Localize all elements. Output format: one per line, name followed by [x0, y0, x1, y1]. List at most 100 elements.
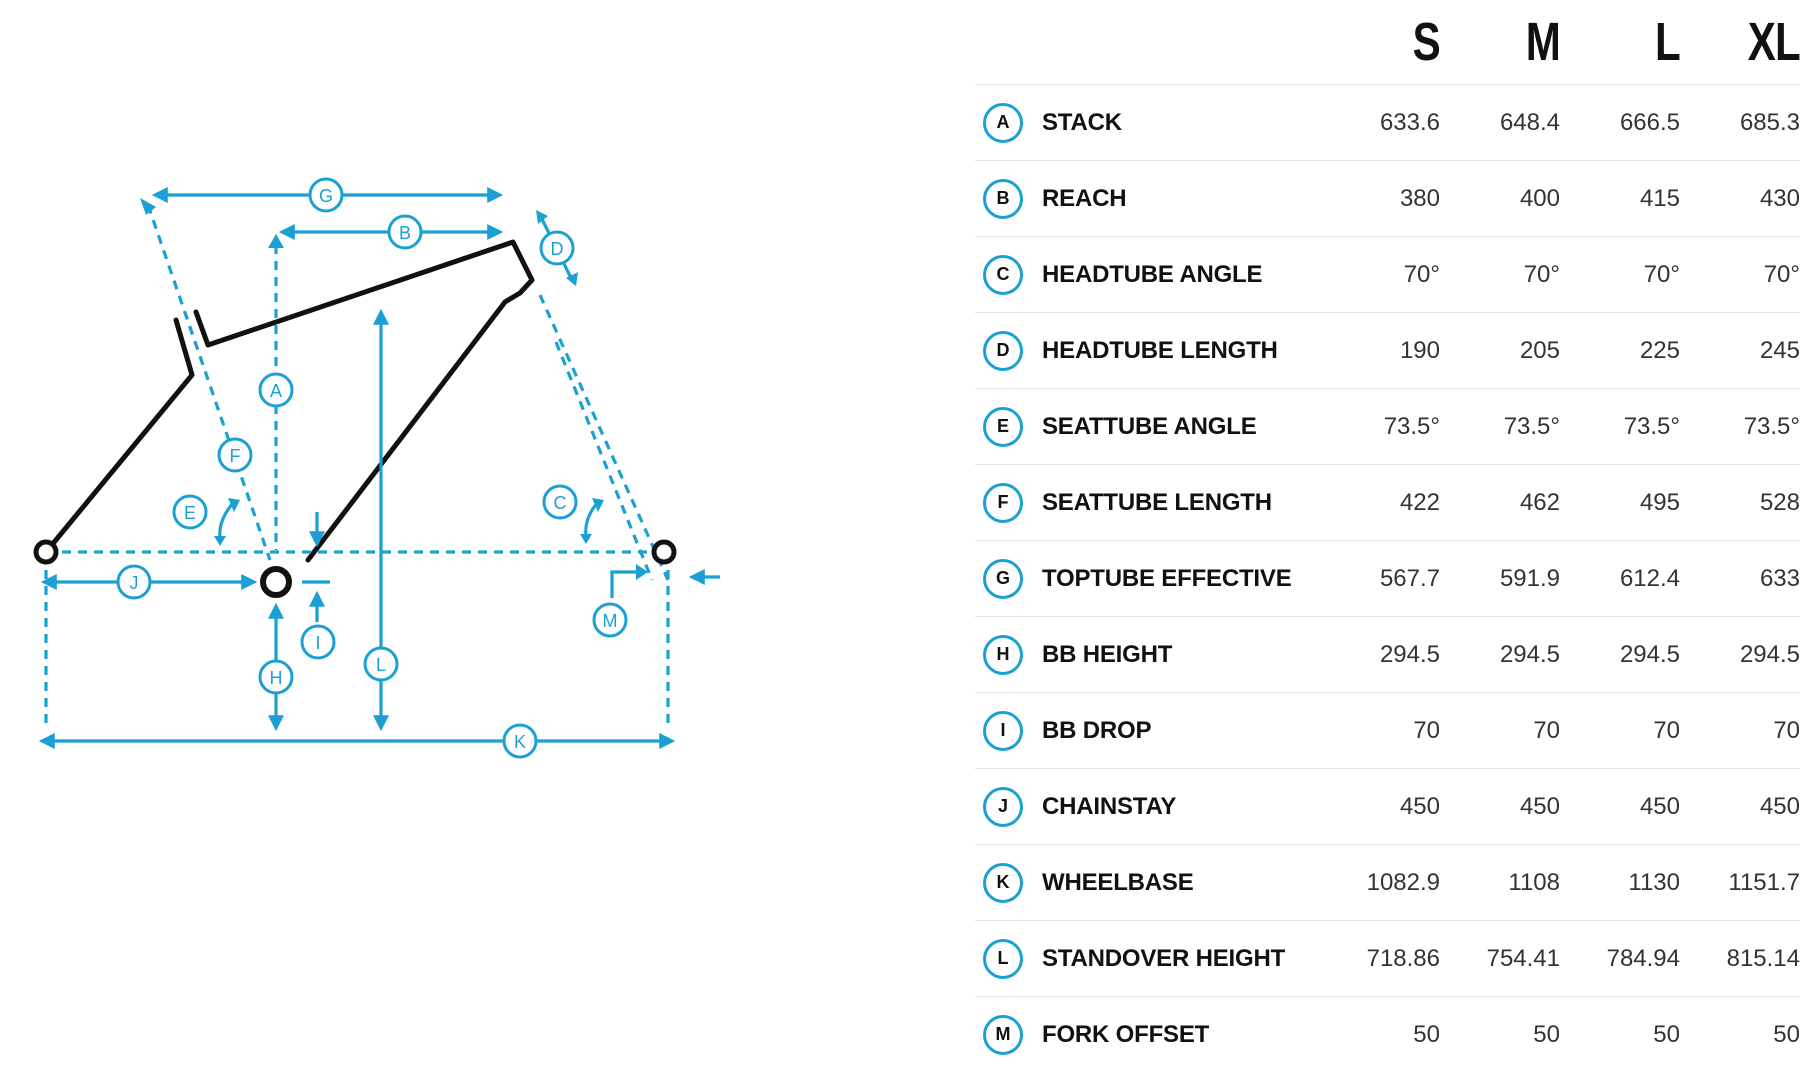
svg-text:H: H — [270, 668, 283, 688]
label-e-bubble: E — [172, 494, 208, 530]
svg-text:A: A — [270, 381, 282, 401]
row-value-xl: 633 — [1759, 564, 1800, 592]
row-label: SEATTUBE ANGLE — [1042, 412, 1257, 440]
bike-frame — [43, 239, 535, 563]
label-h-bubble: H — [258, 659, 294, 695]
row-value-l: 666.5 — [1619, 108, 1680, 136]
dimension-m-bracket — [610, 570, 636, 598]
row-value-l: 50 — [1653, 1020, 1680, 1048]
svg-text:M: M — [603, 611, 618, 631]
row-value-s: 70° — [1403, 260, 1440, 288]
label-m-bubble: M — [592, 602, 628, 638]
row-value-xl: 70 — [1773, 716, 1800, 744]
row-value-xl: 73.5° — [1743, 412, 1800, 440]
label-f-bubble: F — [217, 437, 253, 473]
dimension-e-arrow — [218, 500, 236, 539]
row-value-xl: 685.3 — [1739, 108, 1800, 136]
label-c-bubble: C — [542, 484, 578, 520]
row-label: HEADTUBE ANGLE — [1042, 260, 1263, 288]
svg-text:D: D — [551, 239, 564, 259]
row-letter-badge: I — [983, 710, 1023, 751]
row-value-l: 784.94 — [1606, 944, 1680, 972]
table-row: A STACK 633.6 648.4 666.5 685.3 — [975, 84, 1800, 160]
front-axle — [651, 539, 677, 565]
row-label: STANDOVER HEIGHT — [1042, 944, 1286, 972]
size-m-header: M — [1525, 12, 1561, 72]
row-value-s: 73.5° — [1383, 412, 1440, 440]
svg-text:F: F — [230, 446, 241, 466]
seat-tube-extension-arrow — [140, 198, 156, 215]
row-letter-badge: D — [983, 330, 1023, 371]
row-value-s: 718.86 — [1366, 944, 1440, 972]
svg-text:E: E — [184, 503, 196, 523]
row-value-m: 1108 — [1508, 868, 1560, 896]
svg-text:B: B — [399, 223, 411, 243]
row-value-m: 754.41 — [1486, 944, 1560, 972]
table-row: E SEATTUBE ANGLE 73.5° 73.5° 73.5° 73.5° — [975, 388, 1800, 464]
row-letter-badge: B — [983, 178, 1023, 219]
frame-geometry-diagram: G B D A F E C J M I H L K — [0, 0, 840, 1080]
row-value-m: 50 — [1533, 1020, 1560, 1048]
row-value-xl: 1151.7 — [1728, 868, 1800, 896]
label-i-bubble: I — [300, 624, 336, 660]
row-label: REACH — [1042, 184, 1127, 212]
label-j-bubble: J — [116, 564, 152, 600]
row-value-xl: 50 — [1773, 1020, 1800, 1048]
bottom-bracket — [260, 566, 292, 598]
row-value-l: 415 — [1639, 184, 1680, 212]
row-value-m: 205 — [1519, 336, 1560, 364]
row-value-l: 73.5° — [1623, 412, 1680, 440]
row-label: SEATTUBE LENGTH — [1042, 488, 1272, 516]
row-letter-badge: L — [983, 938, 1023, 979]
size-header-row: S M L XL — [975, 0, 1800, 84]
row-value-xl: 245 — [1759, 336, 1800, 364]
row-letter-badge: K — [983, 862, 1023, 903]
row-label: WHEELBASE — [1042, 868, 1194, 896]
row-value-xl: 294.5 — [1739, 640, 1800, 668]
row-label: BB DROP — [1042, 716, 1152, 744]
row-value-m: 70 — [1533, 716, 1560, 744]
row-value-s: 380 — [1399, 184, 1440, 212]
seat-tube-extension — [146, 204, 272, 561]
row-value-l: 225 — [1639, 336, 1680, 364]
row-value-s: 567.7 — [1379, 564, 1440, 592]
label-d-bubble: D — [539, 230, 575, 266]
row-value-xl: 528 — [1759, 488, 1800, 516]
size-xl-header: XL — [1747, 12, 1800, 72]
row-value-xl: 450 — [1759, 792, 1800, 820]
svg-text:J: J — [130, 573, 139, 593]
row-letter-badge: E — [983, 406, 1023, 447]
svg-text:C: C — [554, 493, 567, 513]
row-value-m: 462 — [1519, 488, 1560, 516]
row-value-s: 190 — [1399, 336, 1440, 364]
row-letter-badge: M — [983, 1014, 1023, 1055]
row-value-m: 73.5° — [1503, 412, 1560, 440]
row-value-s: 633.6 — [1379, 108, 1440, 136]
row-label: BB HEIGHT — [1042, 640, 1173, 668]
row-value-l: 1130 — [1628, 868, 1680, 896]
rear-axle — [33, 539, 59, 565]
row-label: FORK OFFSET — [1042, 1020, 1210, 1048]
row-value-l: 450 — [1639, 792, 1680, 820]
row-value-l: 70° — [1643, 260, 1680, 288]
row-value-s: 70 — [1413, 716, 1440, 744]
row-letter-badge: A — [983, 102, 1023, 143]
row-value-m: 400 — [1519, 184, 1560, 212]
row-value-s: 50 — [1413, 1020, 1440, 1048]
row-value-s: 422 — [1399, 488, 1440, 516]
row-label: STACK — [1042, 108, 1122, 136]
row-label: TOPTUBE EFFECTIVE — [1042, 564, 1292, 592]
label-a-bubble: A — [258, 372, 294, 408]
row-value-m: 648.4 — [1499, 108, 1560, 136]
row-label: CHAINSTAY — [1042, 792, 1177, 820]
size-l-header: L — [1655, 12, 1681, 72]
row-letter-badge: F — [983, 482, 1023, 523]
